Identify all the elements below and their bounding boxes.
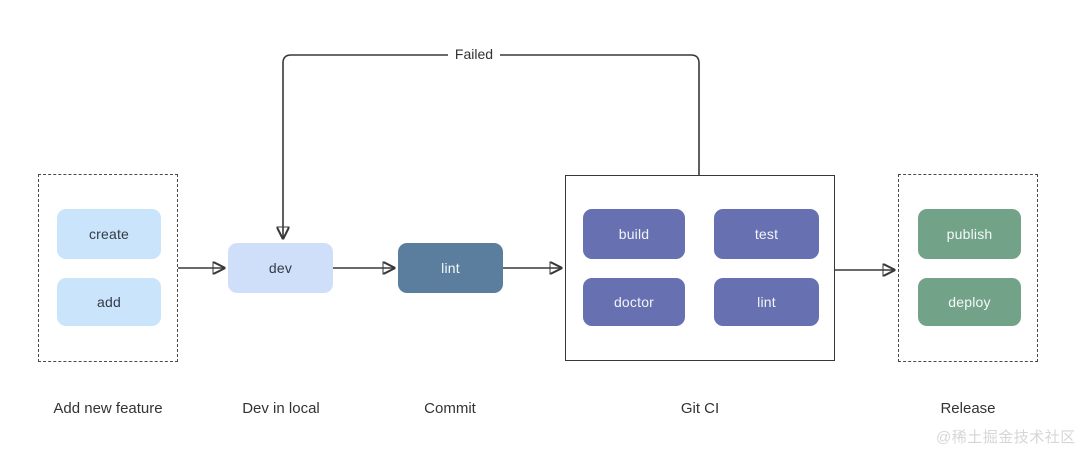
node-doctor: doctor (583, 278, 685, 326)
node-publish: publish (918, 209, 1021, 259)
stage-label-commit: Commit (424, 400, 476, 417)
group-git-ci: build test doctor lint (565, 175, 835, 361)
group-add-new-feature: create add (38, 174, 178, 362)
node-create: create (57, 209, 161, 259)
stage-label-release: Release (940, 400, 996, 417)
node-dev: dev (228, 243, 333, 293)
node-add: add (57, 278, 161, 326)
node-lint-commit: lint (398, 243, 503, 293)
stage-label-git-ci: Git CI (680, 400, 720, 417)
node-test: test (714, 209, 819, 259)
stage-label-add-new-feature: Add new feature (53, 400, 163, 417)
stage-label-dev-in-local: Dev in local (242, 400, 320, 417)
node-ci-lint: lint (714, 278, 819, 326)
node-deploy: deploy (918, 278, 1021, 326)
group-release: publish deploy (898, 174, 1038, 362)
failed-edge-label: Failed (448, 46, 500, 63)
juejin-watermark: @稀土掘金技术社区 (936, 429, 1076, 446)
node-build: build (583, 209, 685, 259)
